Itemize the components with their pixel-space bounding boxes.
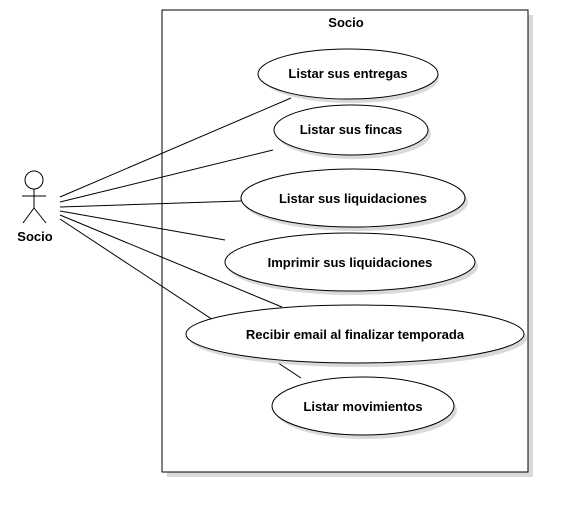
- use-case-label: Listar sus fincas: [300, 122, 403, 137]
- use-case-label: Recibir email al finalizar temporada: [246, 327, 465, 342]
- use-case-label: Listar sus entregas: [288, 66, 407, 81]
- use-case-ellipse: [257, 48, 439, 100]
- use-case-imprimir-liquidaciones: Imprimir sus liquidaciones: [224, 232, 478, 295]
- use-case-ellipse: [224, 232, 476, 292]
- association-line-email: [59, 214, 283, 308]
- use-case-label: Listar movimientos: [303, 399, 422, 414]
- actor-left-leg: [22, 207, 35, 224]
- actor-label: Socio: [17, 229, 52, 244]
- use-case-listar-entregas: Listar sus entregas: [257, 48, 439, 103]
- association-line-imprimir: [59, 210, 226, 241]
- system-title: Socio: [328, 15, 363, 30]
- association-line-fincas: [59, 149, 274, 203]
- use-case-recibir-email: Recibir email al finalizar temporada: [185, 304, 527, 367]
- use-case-label: Listar sus liquidaciones: [279, 191, 427, 206]
- association-line-liquidaciones: [59, 200, 242, 208]
- use-case-ellipse: [271, 376, 455, 436]
- use-case-ellipse: [273, 104, 429, 156]
- use-case-listar-fincas: Listar sus fincas: [273, 104, 431, 159]
- actor: Socio: [17, 170, 53, 244]
- association-line-entregas: [59, 97, 292, 198]
- actor-stick-figure-icon: [22, 170, 47, 224]
- use-case-ellipse: [240, 168, 466, 228]
- use-case-label: Imprimir sus liquidaciones: [268, 255, 433, 270]
- use-case-listar-movimientos: Listar movimientos: [271, 376, 457, 439]
- actor-right-leg: [33, 207, 47, 224]
- use-case-ellipse: [185, 304, 525, 364]
- use-case-listar-liquidaciones: Listar sus liquidaciones: [240, 168, 468, 231]
- actor-head: [24, 170, 44, 190]
